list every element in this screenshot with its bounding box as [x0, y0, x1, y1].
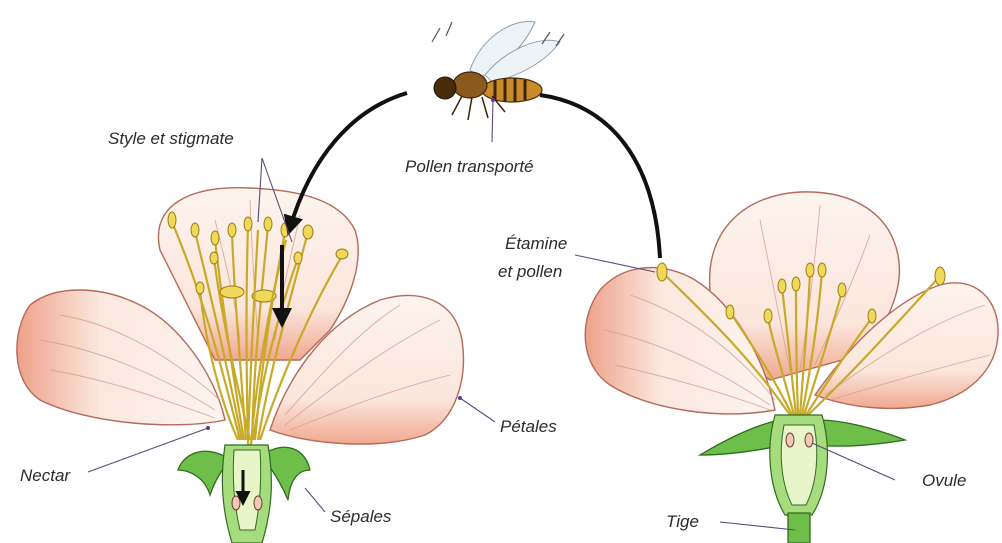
- label-sepales: Sépales: [330, 507, 392, 526]
- label-style-stigmate: Style et stigmate: [108, 129, 234, 148]
- label-ovule: Ovule: [922, 471, 966, 490]
- label-tige: Tige: [666, 512, 699, 531]
- bee-icon: [432, 22, 564, 120]
- right-stem: [788, 513, 810, 543]
- label-etamine-line2: et pollen: [498, 262, 562, 281]
- left-flower: [17, 188, 464, 543]
- label-nectar: Nectar: [20, 466, 71, 485]
- right-sepal-right: [815, 420, 905, 446]
- label-pollen-transporte: Pollen transporté: [405, 157, 534, 176]
- label-etamine-line1: Étamine: [505, 234, 567, 253]
- right-flower: [585, 192, 998, 543]
- label-petales: Pétales: [500, 417, 557, 436]
